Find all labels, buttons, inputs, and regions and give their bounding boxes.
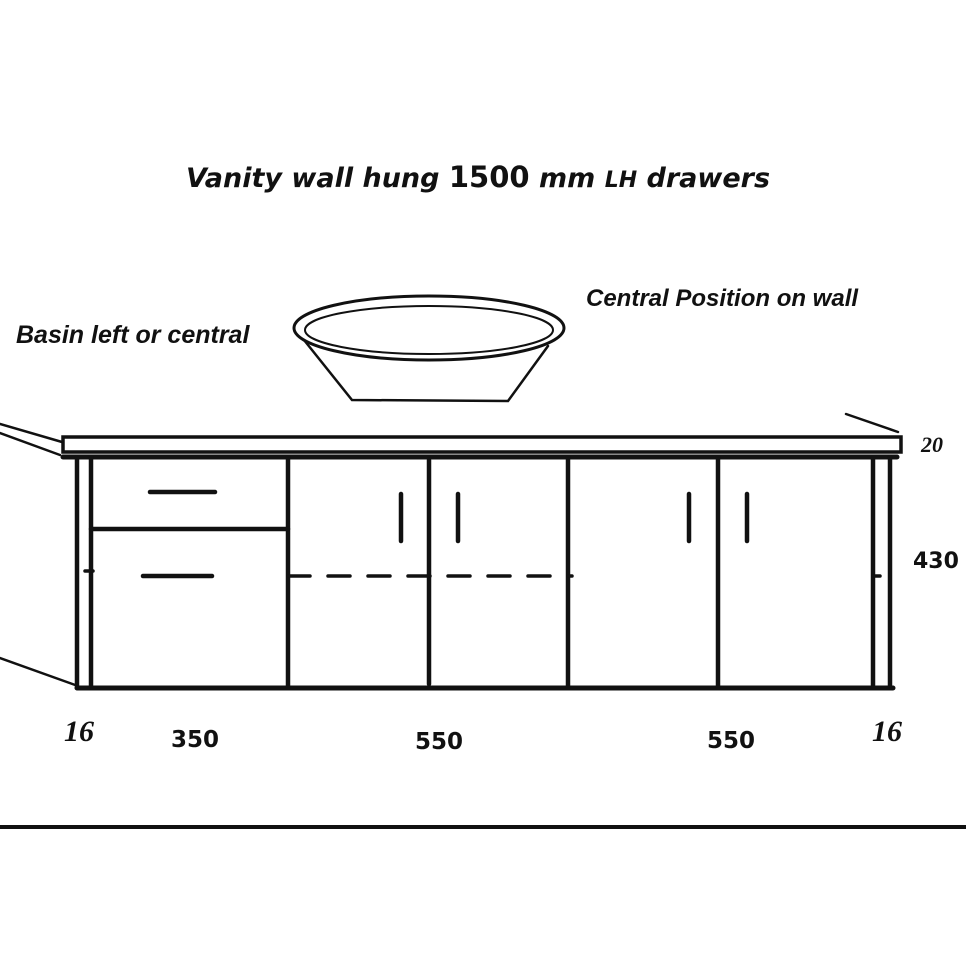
title-text: Vanity wall hung (186, 163, 440, 194)
dim-door-pair-1: 550 (415, 729, 464, 755)
dim-door-pair-2: 550 (707, 728, 756, 754)
dim-top-thickness: 20 (921, 432, 943, 457)
wall-perspective-lines (0, 412, 900, 688)
dim-left-end: 16 (64, 715, 94, 748)
title-unit: mm (539, 163, 596, 194)
title-side: LH (604, 168, 638, 193)
countertop (60, 435, 903, 460)
wall-position-label: Central Position on wall (586, 285, 859, 312)
dim-drawer-width: 350 (171, 727, 220, 753)
dim-right-end: 16 (872, 715, 902, 748)
shelf-line (83, 569, 882, 578)
title-size: 1500 (448, 160, 530, 194)
basin-bowl (292, 294, 566, 403)
cabinet-body (74, 454, 896, 691)
basin-position-label: Basin left or central (16, 321, 250, 349)
diagram-title: Vanity wall hung 1500 mm LH drawers (186, 160, 770, 194)
handles (140, 489, 750, 579)
title-drawers: drawers (646, 163, 771, 194)
dim-height: 430 (913, 549, 959, 574)
